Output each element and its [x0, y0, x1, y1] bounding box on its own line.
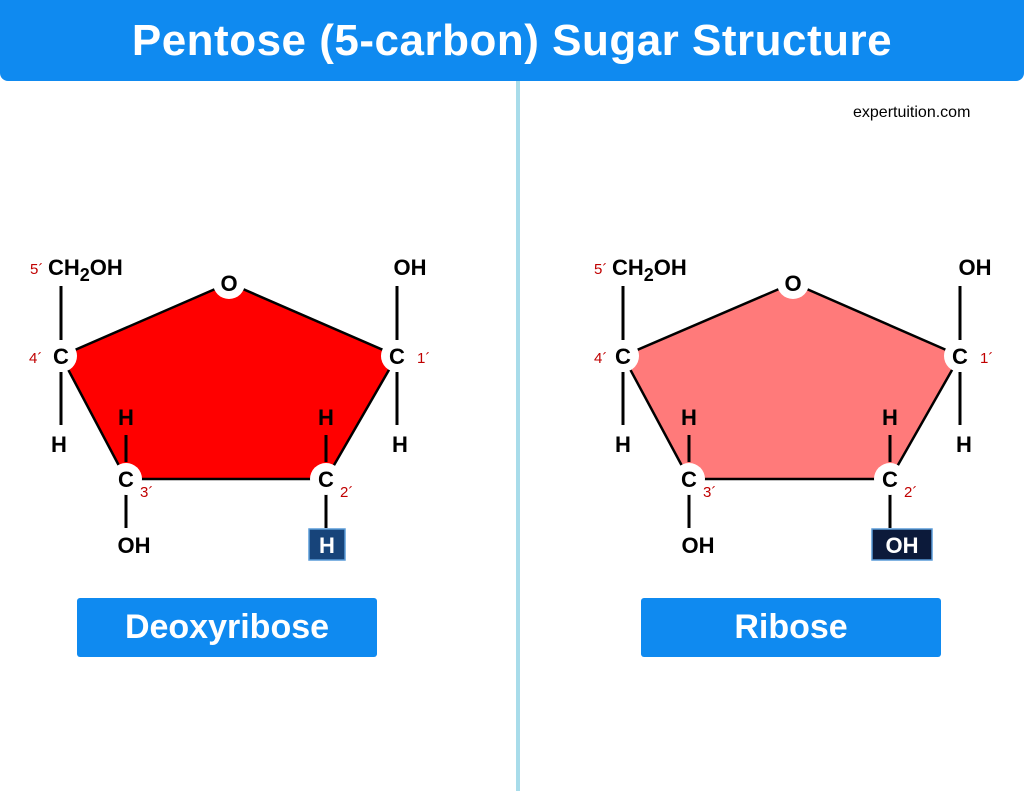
c1-bottom-group: H [392, 432, 408, 457]
carbon-3-number: 3´ [140, 484, 153, 501]
carbon-4-label: C [615, 344, 631, 369]
c3-bottom-group: OH [118, 533, 151, 558]
c1-top-group: OH [394, 255, 427, 280]
carbon-3-label: C [681, 467, 697, 492]
deoxyribose-ring [59, 281, 399, 481]
carbon-1-label: C [952, 344, 968, 369]
carbon-2-number: 2´ [904, 484, 917, 501]
atom-circles [45, 267, 413, 495]
carbon-4-number: 4´ [594, 350, 607, 367]
carbon-4-label: C [53, 344, 69, 369]
carbon-4-number: 4´ [29, 350, 42, 367]
deoxyribose-structure: O C C C C CH2OH OH H H H H OH H 5´ 4´ 1´… [29, 255, 430, 561]
c4-bottom-group: H [615, 432, 631, 457]
carbon-2-label: C [318, 467, 334, 492]
ring-oxygen-label: O [784, 271, 801, 296]
ch2oh-group: CH2OH [48, 255, 123, 285]
bonds [59, 286, 399, 528]
carbon-3-label: C [118, 467, 134, 492]
carbon-1-number: 1´ [417, 350, 430, 367]
atom-circles [607, 267, 976, 495]
ribose-panel: O C C C C CH2OH OH H H OH H OH H 5´ 4´ 1… [512, 0, 1024, 791]
carbon-5-number: 5´ [594, 261, 607, 278]
carbon-2-number: 2´ [340, 484, 353, 501]
c4-bottom-group: H [51, 432, 67, 457]
carbon-2-label: C [882, 467, 898, 492]
title-banner: Pentose (5-carbon) Sugar Structure [0, 0, 1024, 81]
center-divider [516, 81, 520, 791]
c2-top-group: H [318, 405, 334, 430]
c2-bottom-group: OH [886, 533, 919, 558]
ribose-label: Ribose [641, 598, 941, 657]
c1-bottom-group: H [956, 432, 972, 457]
page-title: Pentose (5-carbon) Sugar Structure [131, 15, 893, 65]
carbon-3-number: 3´ [703, 484, 716, 501]
c3-bottom-group: OH [682, 533, 715, 558]
deoxyribose-panel: O C C C C CH2OH OH H H H H OH H 5´ 4´ 1´… [29, 255, 430, 657]
carbon-1-number: 1´ [980, 350, 993, 367]
c2-bottom-group: H [319, 533, 335, 558]
c1-top-group: OH [959, 255, 992, 280]
c2-top-group: H [882, 405, 898, 430]
c2-highlight-box [871, 528, 933, 561]
ribose-structure: O C C C C CH2OH OH H H OH H OH H 5´ 4´ 1… [594, 255, 993, 561]
c2-highlight-box [308, 528, 346, 561]
ribose-ring [621, 281, 962, 481]
ch2oh-group: CH2OH [612, 255, 687, 285]
c3-top-group: H [681, 405, 697, 430]
carbon-1-label: C [389, 344, 405, 369]
watermark-text: expertuition.com [853, 104, 971, 121]
ring-oxygen-label: O [220, 271, 237, 296]
c3-top-group: H [118, 405, 134, 430]
deoxyribose-label: Deoxyribose [77, 598, 377, 657]
carbon-5-number: 5´ [30, 261, 43, 278]
bonds [621, 286, 962, 528]
